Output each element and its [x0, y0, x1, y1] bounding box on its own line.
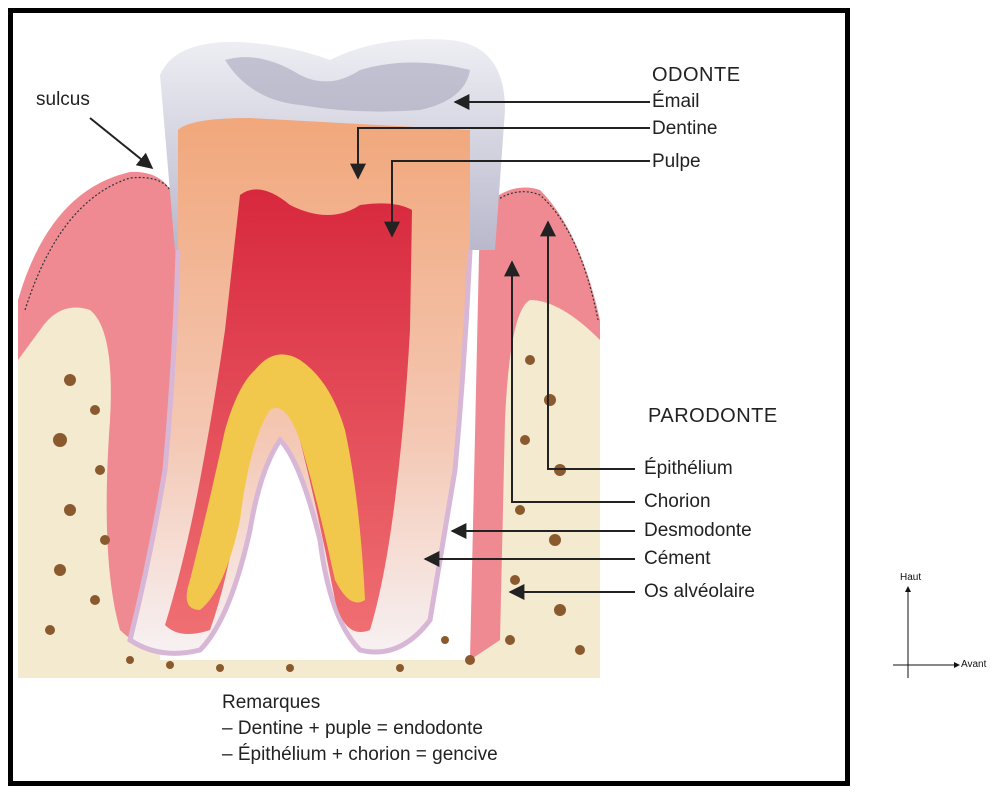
label-cement: Cément [644, 549, 711, 568]
remarks-line-2: – Épithélium + chorion = gencive [222, 742, 498, 768]
remarks-block: Remarques – Dentine + puple = endodonte … [222, 690, 498, 768]
label-desmodonte: Desmodonte [644, 521, 752, 540]
label-email: Émail [652, 92, 700, 111]
axis-label-up: Haut [900, 572, 921, 583]
label-dentine: Dentine [652, 119, 718, 138]
label-epithelium: Épithélium [644, 459, 733, 478]
label-chorion: Chorion [644, 492, 711, 511]
heading-parodonte: PARODONTE [648, 406, 778, 426]
remarks-title: Remarques [222, 690, 498, 716]
orientation-axes [893, 586, 960, 678]
remarks-line-1: – Dentine + puple = endodonte [222, 716, 498, 742]
label-sulcus: sulcus [36, 90, 90, 109]
heading-odonte: ODONTE [652, 65, 741, 85]
label-pulpe: Pulpe [652, 152, 701, 171]
arrow-sulcus [90, 118, 152, 168]
axis-label-forward: Avant [961, 659, 986, 670]
label-os-alveolaire: Os alvéolaire [644, 582, 755, 601]
